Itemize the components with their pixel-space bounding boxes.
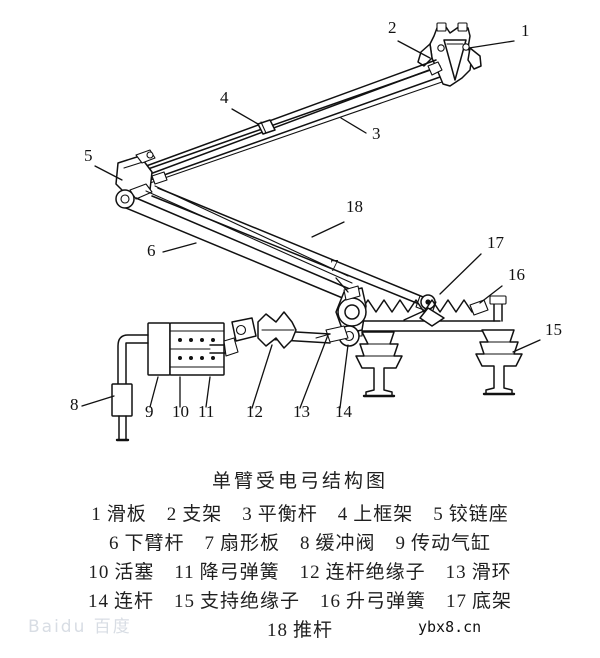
callout-17: 17 [439,233,505,295]
callout-2-text: 2 [388,18,397,37]
callout-13-text: 13 [293,402,310,421]
lower-arm-group [125,185,353,300]
support-insulator-left [355,331,403,398]
collector-head-group [417,22,482,87]
ybx8-watermark: ybx8.cn [418,618,482,636]
callout-15-text: 15 [545,320,562,339]
callout-10: 10 [172,376,189,421]
callout-2: 2 [388,18,431,59]
callout-4-text: 4 [220,88,229,107]
callout-5: 5 [84,146,123,181]
callout-12-text: 12 [246,402,263,421]
callout-9-text: 9 [145,402,154,421]
link-insulator-group [231,311,297,349]
callout-3: 3 [340,117,381,143]
callout-14: 14 [335,344,353,421]
caption-title: 单臂受电弓结构图 [211,470,388,492]
hinge-seat-group [115,149,168,209]
callout-8: 8 [70,395,115,414]
baidu-watermark: Baidu 百度 [28,617,132,637]
sector-plate-hub-group [315,285,367,347]
pneumatic-cylinder-group [117,322,239,393]
callout-6: 6 [147,241,197,260]
callout-16: 16 [479,265,525,304]
figure-caption: 单臂受电弓结构图 [0,466,600,493]
callout-17-text: 17 [487,233,505,252]
callout-7-text: 7 [330,256,339,275]
callout-13: 13 [293,334,329,421]
callout-16-text: 16 [508,265,525,284]
callout-18-text: 18 [346,197,363,216]
buffer-valve-group [111,383,133,442]
callout-4: 4 [220,88,259,125]
callout-11-text: 11 [198,402,214,421]
callout-10-text: 10 [172,402,189,421]
callout-9: 9 [145,376,159,421]
callout-11: 11 [198,376,214,421]
pantograph-diagram: 1 2 3 4 [70,18,562,442]
callout-15: 15 [512,320,562,353]
push-rod-group [151,187,437,314]
raising-spring-group [359,299,489,316]
callout-7: 7 [330,256,349,293]
callout-1: 1 [468,21,530,49]
callout-6-text: 6 [147,241,156,260]
callout-8-text: 8 [70,395,79,414]
callout-12: 12 [246,344,273,421]
callout-3-text: 3 [372,124,381,143]
callout-1-text: 1 [521,21,530,40]
callout-18: 18 [311,197,363,238]
support-insulator-right [475,329,523,396]
callout-14-text: 14 [335,402,353,421]
upper-frame-group [127,59,443,187]
callout-5-text: 5 [84,146,93,165]
